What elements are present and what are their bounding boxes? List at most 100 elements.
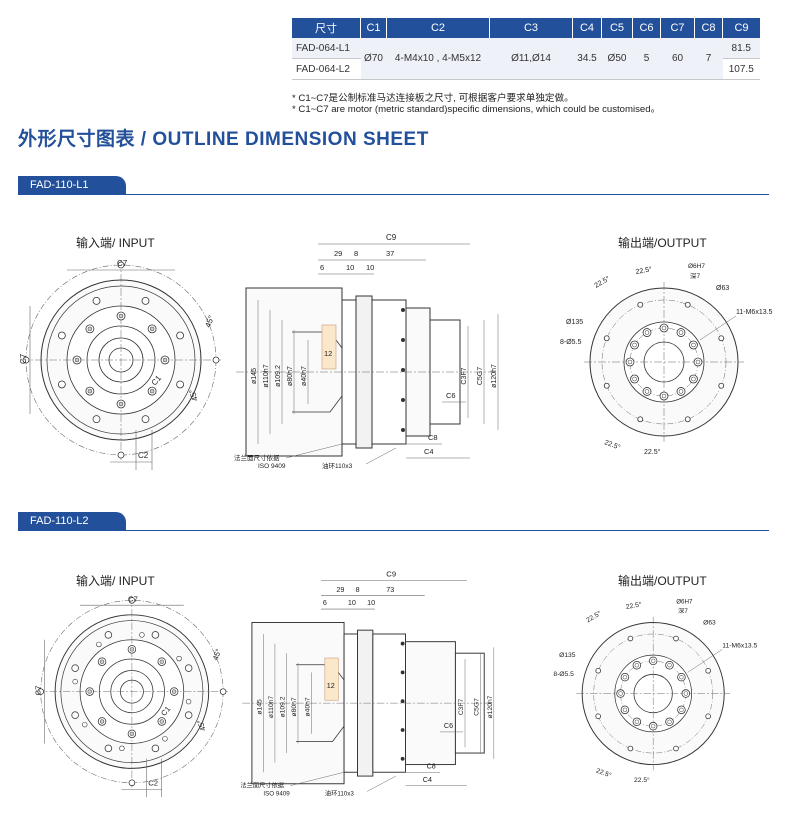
rivet xyxy=(400,728,405,732)
screw-head xyxy=(149,326,155,332)
model-tag: FAD-110-L2 xyxy=(18,512,126,531)
dim-dia: ø145 xyxy=(257,699,264,715)
thread-core xyxy=(634,719,640,724)
rivet xyxy=(400,670,405,675)
thread-core xyxy=(661,325,667,331)
mount-hole xyxy=(637,301,644,308)
bolt-hole xyxy=(57,331,66,340)
thread-core xyxy=(644,330,650,335)
table-row: FAD-064-L1 Ø70 4-M4x10 , 4-M5x12 Ø11,Ø14… xyxy=(292,38,760,80)
screw-head xyxy=(87,388,93,394)
leader-line xyxy=(365,447,397,465)
dim-angle: 22.5° xyxy=(603,438,621,451)
mount-hole xyxy=(684,416,691,423)
thread-core xyxy=(667,719,672,724)
c4-cell: 34.5 xyxy=(572,38,602,80)
dim-dia: ø80h7 xyxy=(291,697,298,716)
mount-hole xyxy=(219,688,227,695)
screw-head xyxy=(159,659,164,664)
thread-core xyxy=(632,342,637,348)
bolt-hole xyxy=(71,664,79,672)
output-view: 22.5°22.5°22.5°22.5°Ø6H7深7Ø6311-M6x13.5Ø… xyxy=(553,598,757,784)
dim-dia: ø109.2 xyxy=(275,365,282,387)
header-cell: C6 xyxy=(632,18,661,38)
mount-hole xyxy=(22,356,30,364)
screw-head xyxy=(99,719,105,724)
dim-c7-left: C7 xyxy=(19,353,28,364)
dim-dia: ø120h7 xyxy=(491,364,498,388)
tag-divider xyxy=(18,530,769,531)
c3-cell: Ø11,Ø14 xyxy=(489,38,573,80)
header-cell: C2 xyxy=(386,18,490,38)
mount-hole xyxy=(37,688,44,695)
dim-d135: Ø135 xyxy=(566,319,583,326)
thread-core xyxy=(683,691,688,696)
output-label: 输出端/OUTPUT xyxy=(618,574,707,588)
dim-d63: Ø63 xyxy=(703,619,716,626)
dim-c6: C6 xyxy=(446,391,456,400)
dim-holes: 8-Ø5.5 xyxy=(560,339,582,346)
dim-angle: 22.5° xyxy=(634,776,650,784)
screw-head xyxy=(159,719,164,724)
bolt-hole xyxy=(176,331,185,340)
c8-cell: 7 xyxy=(694,38,723,80)
thread-core xyxy=(678,330,684,335)
header-cell: C3 xyxy=(489,18,573,38)
dim-thread: 11-M6x13.5 xyxy=(722,642,757,649)
bolt-hole xyxy=(57,380,66,389)
rivet xyxy=(400,641,405,646)
output-label: 输出端/OUTPUT xyxy=(618,236,707,250)
mount-hole xyxy=(684,301,691,308)
thread-core xyxy=(634,663,640,668)
screw-head xyxy=(87,689,92,694)
mount-hole xyxy=(673,635,679,642)
oil-seal xyxy=(321,324,337,370)
mount-hole xyxy=(117,451,125,459)
dim-dia: ø110h7 xyxy=(263,364,270,387)
dim-c4: C4 xyxy=(423,775,432,784)
callout-iso: ISO 9409 xyxy=(258,463,286,470)
thread-core xyxy=(695,359,701,365)
screw-head xyxy=(162,357,168,363)
mount-hole xyxy=(637,416,644,423)
mount-hole xyxy=(128,597,136,604)
c1-cell: Ø70 xyxy=(360,38,387,80)
dim-c9: C9 xyxy=(386,233,397,242)
mount-hole xyxy=(595,713,601,720)
header-cell: C9 xyxy=(722,18,760,38)
screw-head xyxy=(171,689,177,694)
dim-dia: ø110h7 xyxy=(268,696,275,719)
bolt-hole xyxy=(176,655,182,662)
header-cell: 尺寸 xyxy=(292,18,361,38)
dim-29: 29 xyxy=(336,585,344,594)
mount-hole xyxy=(627,635,634,642)
leader-line xyxy=(285,443,343,459)
bolt-hole xyxy=(82,721,88,728)
mount-hole xyxy=(718,382,725,389)
bolt-hole xyxy=(185,698,192,705)
thread-core xyxy=(679,675,684,680)
bolt-hole xyxy=(151,631,160,639)
model-tag: FAD-110-L1 xyxy=(18,176,126,195)
mount-hole xyxy=(718,335,725,342)
leader-line xyxy=(687,649,723,673)
c6-cell: 5 xyxy=(632,38,661,80)
c9-cell: 107.5 xyxy=(722,58,760,80)
dim-thread: 11-M6x13.5 xyxy=(736,309,773,316)
bolt-hole xyxy=(71,711,79,719)
thread-core xyxy=(661,393,667,399)
mount-hole xyxy=(603,382,610,389)
bolt-hole xyxy=(92,415,101,424)
dim-6: 6 xyxy=(323,598,327,607)
dim-c7-left: C7 xyxy=(34,686,43,696)
thread-core xyxy=(651,658,656,664)
bolt-hole xyxy=(92,296,101,305)
rivet xyxy=(401,368,405,372)
spec-header-row: 尺寸 C1 C2 C3 C4 C5 C6 C7 C8 C9 xyxy=(292,18,760,38)
header-cell: C1 xyxy=(360,18,387,38)
mount-hole xyxy=(128,779,136,787)
c7-cell: 60 xyxy=(660,38,695,80)
